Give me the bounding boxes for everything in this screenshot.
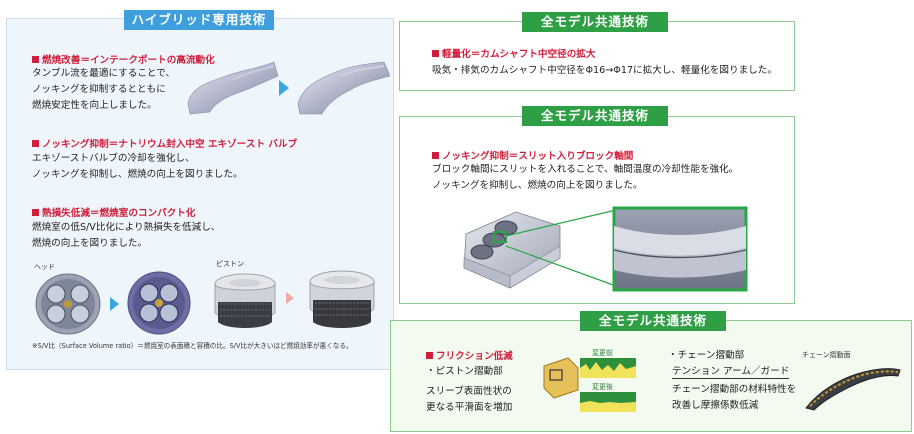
friction-panel — [390, 320, 912, 432]
before-label: 変更前 — [592, 349, 613, 357]
piston-label: ピストン — [216, 260, 244, 268]
camshaft-panel — [399, 21, 795, 91]
chain-guide-image — [805, 368, 901, 411]
intake-port-after-image — [297, 61, 391, 115]
after-label: 変更後 — [592, 383, 613, 391]
arrow-icon — [110, 297, 119, 311]
piston-before-image — [214, 273, 276, 328]
arrow-icon — [279, 80, 289, 96]
piston-slide-item: ・ピストン摺動部 — [426, 366, 503, 377]
surface-after-image — [580, 392, 636, 412]
slit-closeup-image — [612, 206, 748, 292]
head-label: ヘッド — [34, 263, 55, 271]
cylinder-head-after-image — [127, 271, 191, 335]
camshaft-badge: 全モデル共通技術 — [522, 12, 668, 32]
camshaft-heading: 軽量化＝カムシャフト中空径の拡大 — [432, 46, 596, 60]
engine-block-image — [463, 211, 561, 289]
exhaust-valve-body: エキゾーストバルブの冷却を強化し、 ノッキングを抑制し、燃焼の向上を図りました。 — [32, 153, 243, 180]
intake-port-before-image — [187, 61, 279, 115]
surface-before-image — [580, 358, 636, 378]
sv-ratio-footnote: ※S/V比（Surface Volume ratio）＝燃焼室の表面積と容積の比… — [32, 342, 353, 350]
chain-slide-body: チェーン摺動部の材料特性を 改善し摩擦係数低減 — [672, 384, 797, 411]
cylinder-head-before-image — [35, 273, 101, 335]
chain-surface-label: チェーン摺動面 — [802, 351, 851, 359]
block-slit-heading: ノッキング抑制＝スリット入りブロック軸間 — [432, 148, 633, 162]
sleeve-image — [543, 357, 579, 399]
intake-port-body: タンブル流を最適にすることで、 ノッキングを抑制するとともに 燃焼安定性を向上し… — [32, 68, 176, 111]
exhaust-valve-heading: ノッキング抑制＝ナトリウム封入中空 エキゾースト バルブ — [32, 136, 297, 150]
piston-after-image — [309, 270, 375, 328]
combustion-chamber-heading: 熱損失低減＝燃焼室のコンパクト化 — [32, 205, 196, 219]
block-slit-badge: 全モデル共通技術 — [522, 106, 668, 126]
friction-badge: 全モデル共通技術 — [580, 311, 726, 331]
intake-port-heading: 燃焼改善＝インテークポートの高流動化 — [32, 52, 215, 66]
combustion-chamber-body: 燃焼室の低S/V比化により熱損失を低減し、 燃焼の向上を図りました。 — [32, 222, 221, 249]
camshaft-body: 吸気・排気のカムシャフト中空径をΦ16→Φ17に拡大し、軽量化を図りました。 — [432, 65, 777, 76]
hybrid-badge: ハイブリッド専用技術 — [124, 10, 274, 30]
block-slit-body: ブロック軸間にスリットを入れることで、軸間温度の冷却性能を強化。 ノッキングを抑… — [432, 164, 739, 191]
chain-slide-sub: テンション アーム／ガード — [672, 366, 790, 379]
friction-heading: フリクション低減 — [426, 348, 513, 362]
callout-lines — [505, 209, 617, 287]
arrow-icon — [286, 292, 294, 304]
piston-slide-body: スリーブ表面性状の 更なる平滑面を増加 — [426, 386, 513, 413]
chain-slide-item: ・チェーン摺動部 — [668, 350, 745, 361]
